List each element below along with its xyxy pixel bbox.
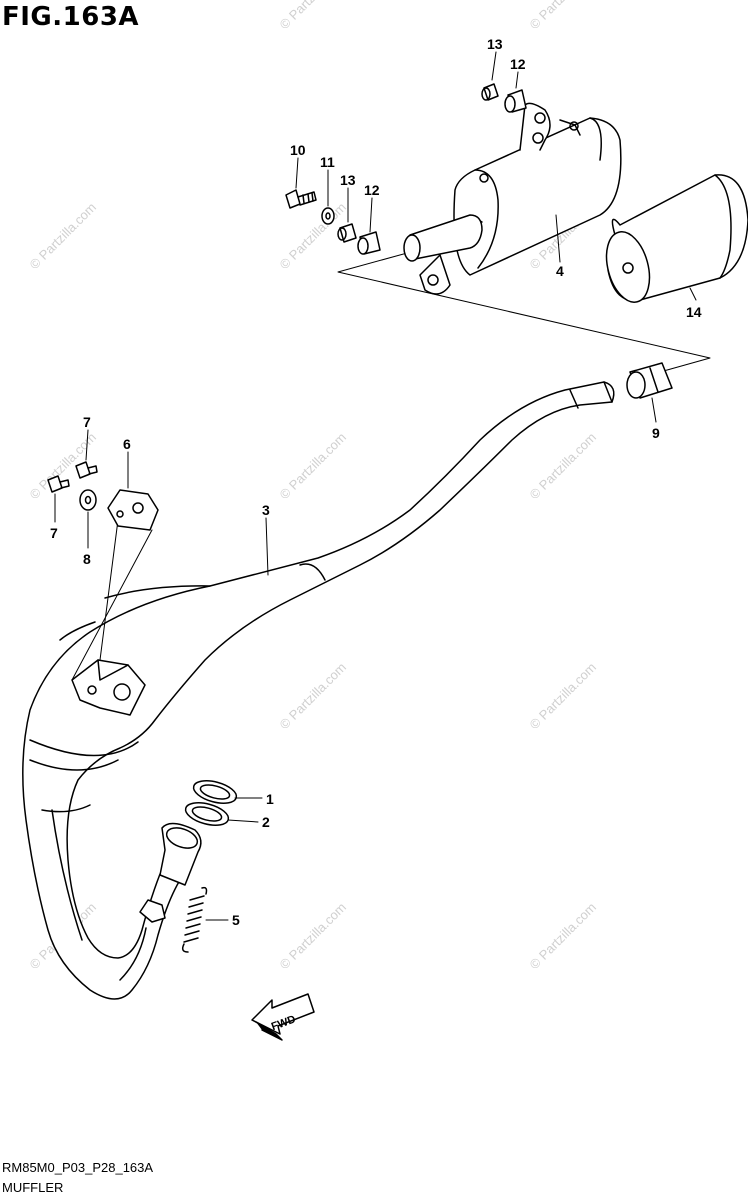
callout-2: 2 xyxy=(262,814,270,830)
leader-14 xyxy=(689,287,697,301)
leader-10 xyxy=(295,157,299,189)
watermark: © Partzilla.com xyxy=(527,900,600,973)
callout-10: 10 xyxy=(290,142,306,158)
callout-14: 14 xyxy=(686,304,702,320)
callout-13: 13 xyxy=(340,172,356,188)
figure-title: FIG.163A xyxy=(2,2,140,32)
callout-13: 13 xyxy=(487,36,503,52)
leader-13a xyxy=(491,51,497,81)
callout-6: 6 xyxy=(123,436,131,452)
grommet-part-12-upper[interactable] xyxy=(504,89,527,113)
seal-part-9[interactable] xyxy=(626,362,673,399)
callout-9: 9 xyxy=(652,425,660,441)
callout-3: 3 xyxy=(262,502,270,518)
bolt-part-7-lower[interactable] xyxy=(47,475,70,493)
figure-code: RM85M0_P03_P28_163A xyxy=(2,1160,154,1175)
leader-2 xyxy=(227,819,259,823)
watermark: © Partzilla.com xyxy=(277,660,350,733)
bracket-leader xyxy=(71,519,153,681)
leader-3 xyxy=(265,517,269,576)
watermark: © Partzilla.com xyxy=(527,430,600,503)
watermark: © Partzilla.com xyxy=(527,0,600,32)
silencer-packing-part-14[interactable] xyxy=(599,174,748,307)
bolt-part-10[interactable] xyxy=(285,189,317,209)
callout-4: 4 xyxy=(556,263,564,279)
callout-7: 7 xyxy=(83,414,91,430)
pipe-mount-plate[interactable] xyxy=(71,659,146,716)
watermark: © Partzilla.com xyxy=(277,430,350,503)
callout-1: 1 xyxy=(266,791,274,807)
pipe-inlet[interactable] xyxy=(139,822,202,923)
watermark: © Partzilla.com xyxy=(527,660,600,733)
figure-caption: MUFFLER xyxy=(2,1180,64,1195)
silencer-part-4[interactable] xyxy=(403,102,622,295)
forward-direction-arrow xyxy=(251,993,315,1041)
spring-part-5[interactable] xyxy=(181,886,208,953)
grommet-part-12-lower[interactable] xyxy=(357,231,381,255)
leader-12b xyxy=(369,197,373,233)
watermark: © Partzilla.com xyxy=(27,200,100,273)
leader-12a xyxy=(515,71,519,89)
collar-part-13-lower[interactable] xyxy=(337,223,357,243)
callout-11: 11 xyxy=(320,154,335,170)
watermark: © Partzilla.com xyxy=(277,0,350,32)
collar-part-13-upper[interactable] xyxy=(481,83,499,101)
bracket-part-6[interactable] xyxy=(107,489,159,531)
callout-labels: 13 12 10 11 13 12 4 14 9 7 6 7 8 3 1 2 5 xyxy=(50,36,702,928)
watermarks: © Partzilla.com © Partzilla.com © Partzi… xyxy=(27,0,600,972)
leader-4 xyxy=(555,214,561,263)
callout-12: 12 xyxy=(364,182,380,198)
callout-7: 7 xyxy=(50,525,58,541)
washer-part-11[interactable] xyxy=(321,207,335,225)
leader-7a xyxy=(85,429,89,461)
bolt-part-7-upper[interactable] xyxy=(75,461,98,479)
callout-8: 8 xyxy=(83,551,91,567)
callout-12: 12 xyxy=(510,56,526,72)
leader-9 xyxy=(651,397,657,423)
watermark: © Partzilla.com xyxy=(277,900,350,973)
callout-5: 5 xyxy=(232,912,240,928)
washer-part-8[interactable] xyxy=(79,489,97,511)
